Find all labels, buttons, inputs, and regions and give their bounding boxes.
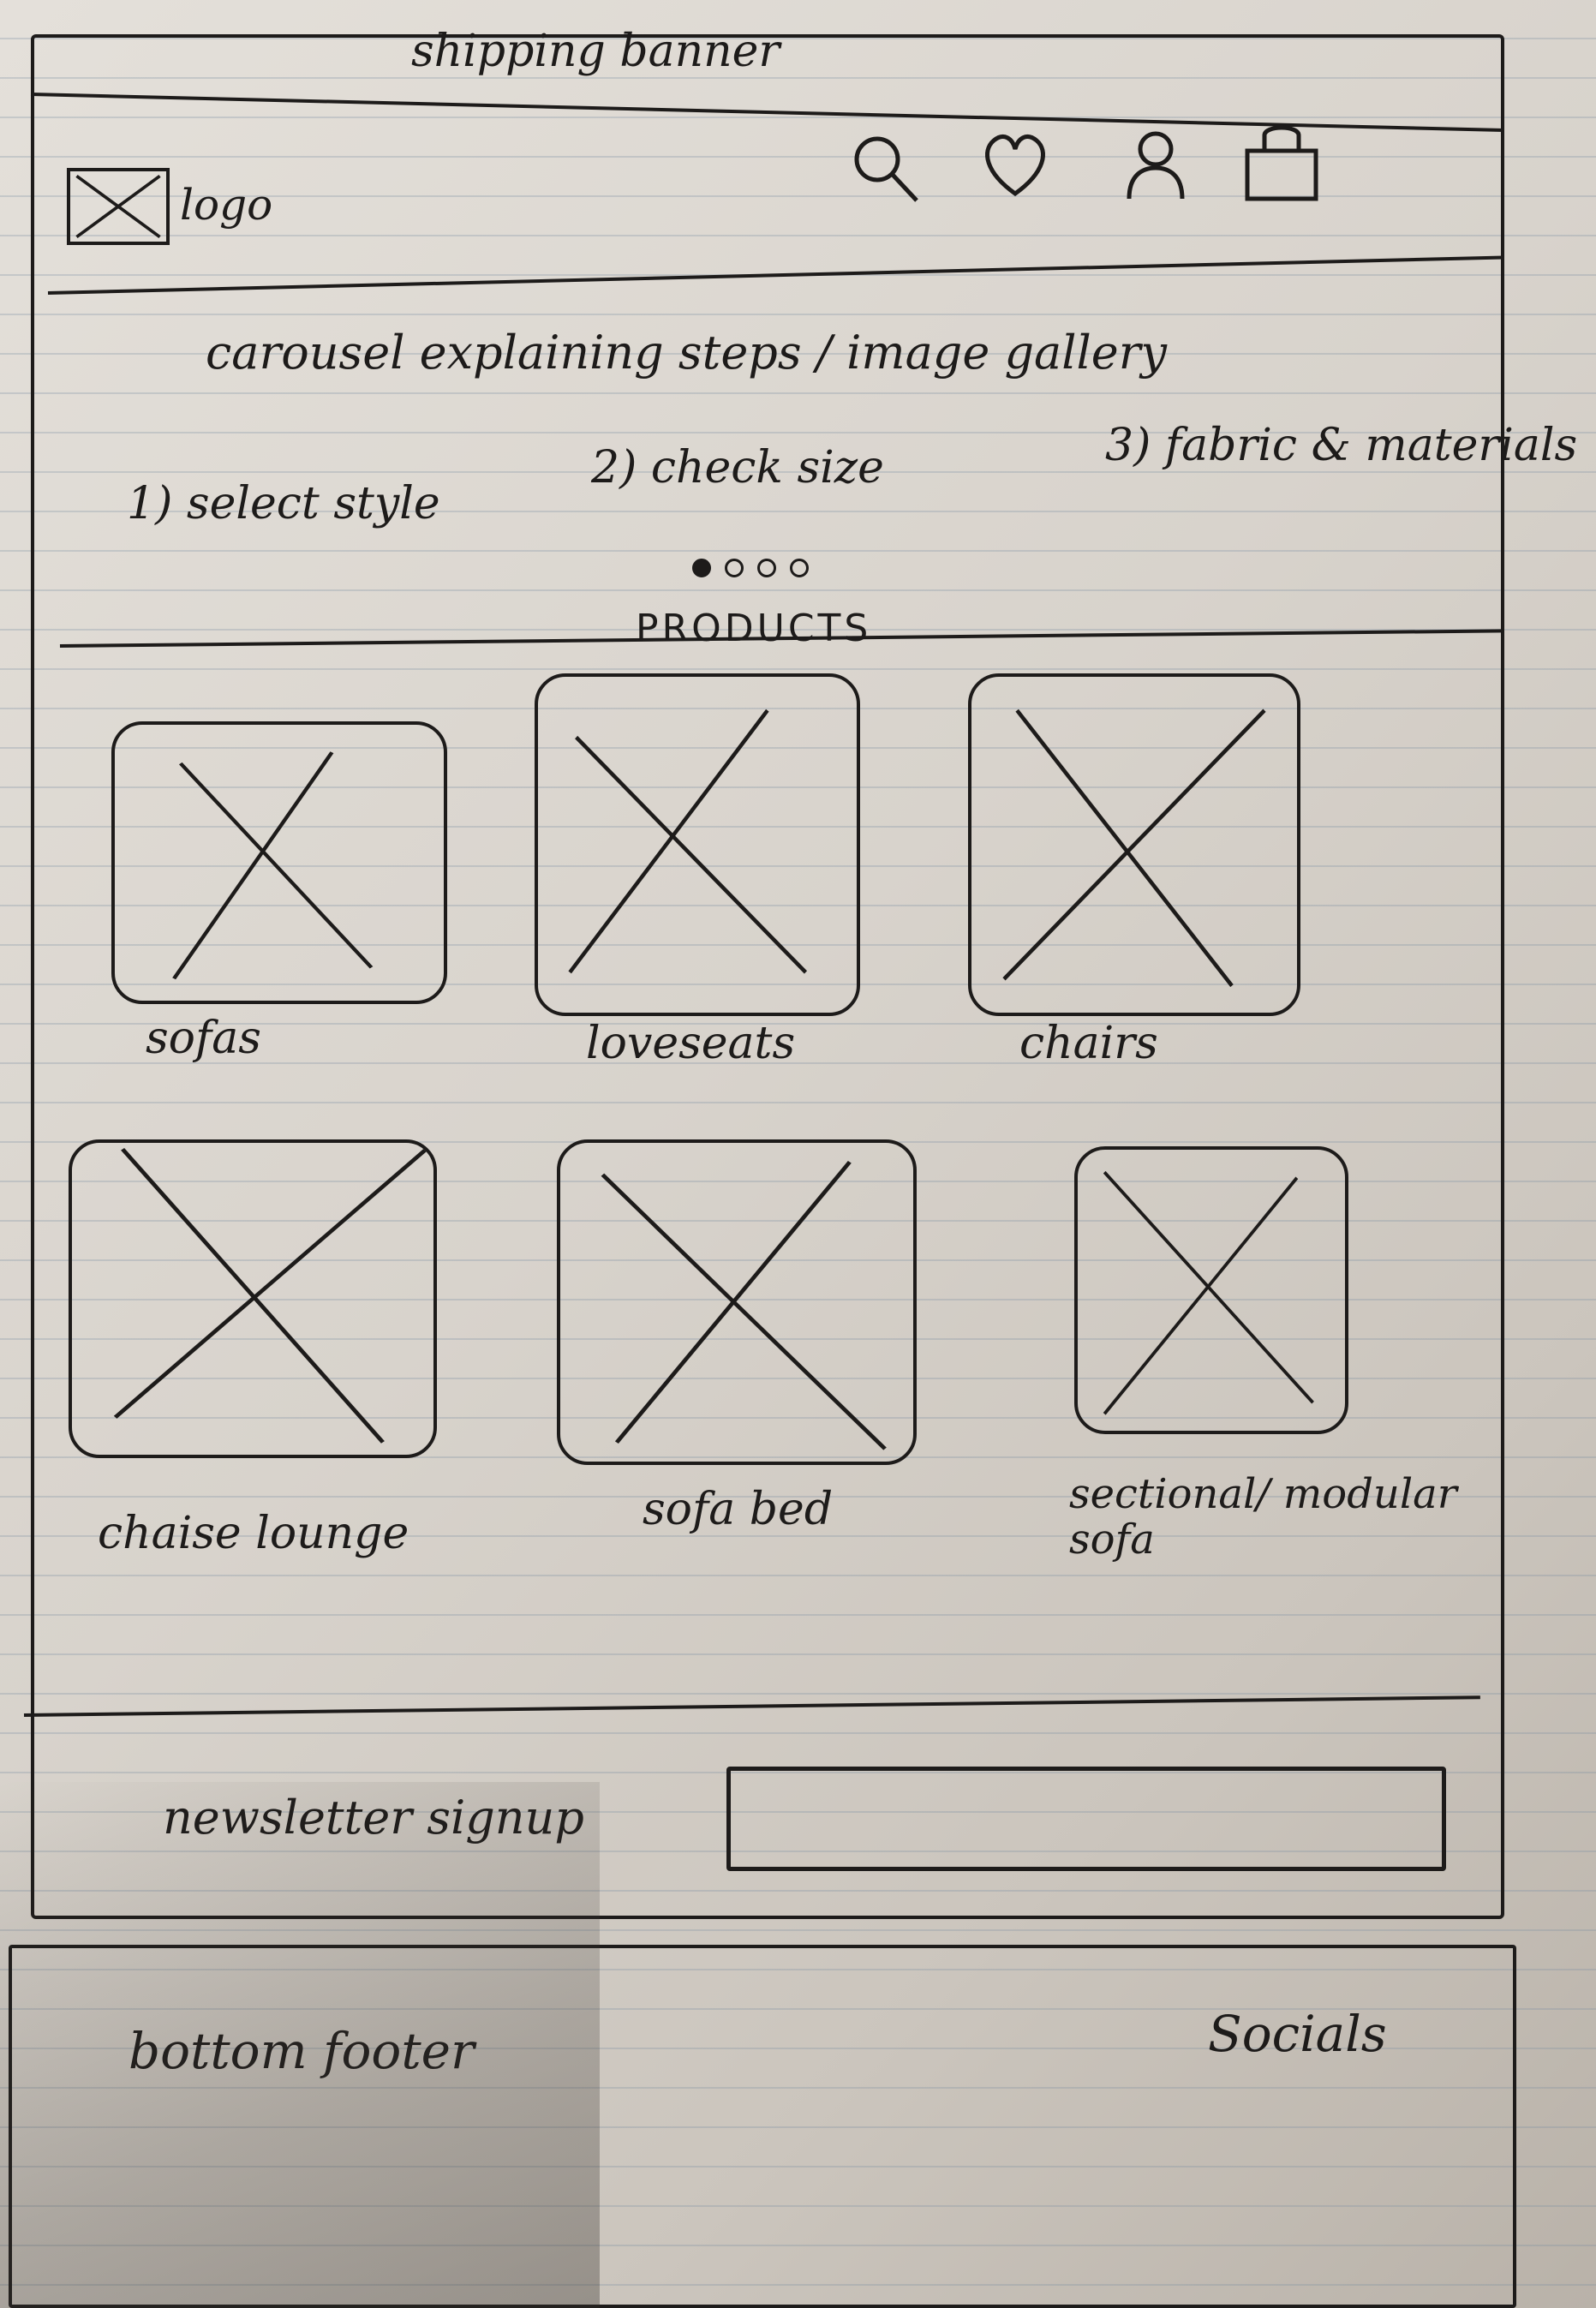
newsletter-email-input[interactable] [726, 1767, 1446, 1871]
product-label: chairs [1019, 1018, 1158, 1069]
carousel-title: carousel explaining steps / image galler… [206, 326, 1168, 380]
product-card-sofas[interactable]: sofas [111, 721, 447, 1064]
product-image-placeholder [69, 1139, 437, 1458]
newsletter-label: newsletter signup [163, 1791, 584, 1845]
product-card-chairs[interactable]: chairs [968, 673, 1300, 1069]
shopping-bag-icon[interactable] [1239, 117, 1324, 202]
logo-x-icon [75, 175, 161, 238]
carousel-dot[interactable] [757, 559, 776, 577]
shipping-banner-label: shipping banner [411, 26, 780, 77]
footer-label: bottom footer [129, 2022, 475, 2080]
product-label: chaise lounge [98, 1508, 409, 1559]
product-label: sectional/ modular sofa [1069, 1470, 1457, 1564]
logo-label: logo [180, 180, 273, 230]
product-label: sofas [146, 1013, 261, 1064]
product-image-placeholder [557, 1139, 917, 1465]
product-label: sofa bed [643, 1484, 834, 1535]
carousel-step-1: 1) select style [127, 478, 440, 529]
products-title: PRODUCTS [636, 607, 872, 650]
user-icon[interactable] [1117, 125, 1194, 202]
product-label: loveseats [586, 1018, 796, 1069]
page-frame [31, 34, 1504, 1919]
product-card-loveseats[interactable]: loveseats [535, 673, 860, 1069]
search-icon[interactable] [846, 129, 924, 206]
product-image-placeholder [535, 673, 860, 1016]
socials-label[interactable]: Socials [1208, 2005, 1387, 2063]
carousel-step-2: 2) check size [591, 442, 884, 493]
carousel-pagination[interactable] [692, 559, 809, 577]
product-image-placeholder [1074, 1146, 1348, 1434]
product-card-sofa-bed[interactable]: sofa bed [557, 1139, 917, 1535]
carousel-dot[interactable] [692, 559, 711, 577]
logo-placeholder[interactable] [67, 168, 170, 245]
product-image-placeholder [968, 673, 1300, 1016]
carousel-dot[interactable] [790, 559, 809, 577]
footer [9, 1945, 1516, 2308]
carousel-dot[interactable] [725, 559, 744, 577]
heart-icon[interactable] [977, 125, 1054, 202]
product-image-placeholder [111, 721, 447, 1004]
product-card-chaise-lounge[interactable]: chaise lounge [69, 1139, 437, 1559]
carousel-step-3: 3) fabric & materials [1105, 420, 1578, 471]
product-card-sectional-modular-sofa[interactable]: sectional/ modular sofa [1069, 1146, 1457, 1562]
